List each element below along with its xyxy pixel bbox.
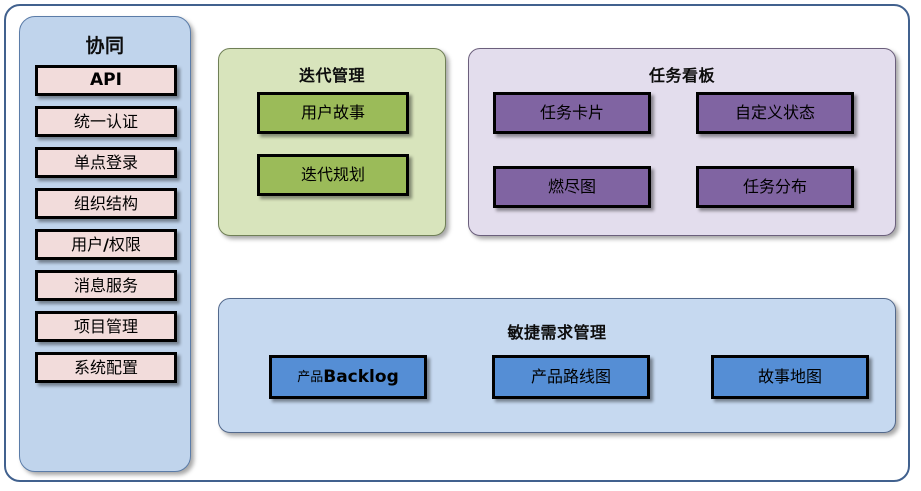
node-custom-status[interactable]: 自定义状态 xyxy=(696,92,854,134)
panel-agile-requirements-title: 敏捷需求管理 xyxy=(507,323,607,342)
panel-collaboration[interactable]: 协同 API 统一认证 单点登录 组织结构 用户/权限 消息服务 项目管理 系统… xyxy=(19,16,191,472)
node-message-service[interactable]: 消息服务 xyxy=(35,270,177,301)
panel-iteration-management-title: 迭代管理 xyxy=(298,66,365,85)
node-task-card[interactable]: 任务卡片 xyxy=(493,92,651,134)
node-project-management[interactable]: 项目管理 xyxy=(35,311,177,342)
node-api[interactable]: API xyxy=(35,65,177,96)
node-iteration-planning[interactable]: 迭代规划 xyxy=(257,154,409,196)
panel-task-board[interactable]: 任务看板 任务卡片 自定义状态 燃尽图 任务分布 xyxy=(468,48,896,236)
panel-task-board-title: 任务看板 xyxy=(648,66,715,85)
node-user-story[interactable]: 用户故事 xyxy=(257,92,409,134)
node-user-permission[interactable]: 用户/权限 xyxy=(35,229,177,260)
node-product-backlog-latin: Backlog xyxy=(323,366,399,387)
node-org-structure[interactable]: 组织结构 xyxy=(35,188,177,219)
collaboration-node-list: API 统一认证 单点登录 组织结构 用户/权限 消息服务 项目管理 系统配置 xyxy=(35,65,177,393)
node-system-config[interactable]: 系统配置 xyxy=(35,352,177,383)
node-story-map[interactable]: 故事地图 xyxy=(711,355,869,399)
panel-collaboration-title: 协同 xyxy=(85,35,125,57)
node-product-backlog-cjk: 产品 xyxy=(297,369,324,385)
panel-iteration-management[interactable]: 迭代管理 用户故事 迭代规划 xyxy=(218,48,446,236)
node-product-roadmap[interactable]: 产品路线图 xyxy=(492,355,650,399)
node-task-distribution[interactable]: 任务分布 xyxy=(696,166,854,208)
node-user-permission-label: 用户/权限 xyxy=(71,234,141,254)
node-burndown-chart[interactable]: 燃尽图 xyxy=(493,166,651,208)
node-unified-auth[interactable]: 统一认证 xyxy=(35,106,177,137)
node-single-sign-on[interactable]: 单点登录 xyxy=(35,147,177,178)
